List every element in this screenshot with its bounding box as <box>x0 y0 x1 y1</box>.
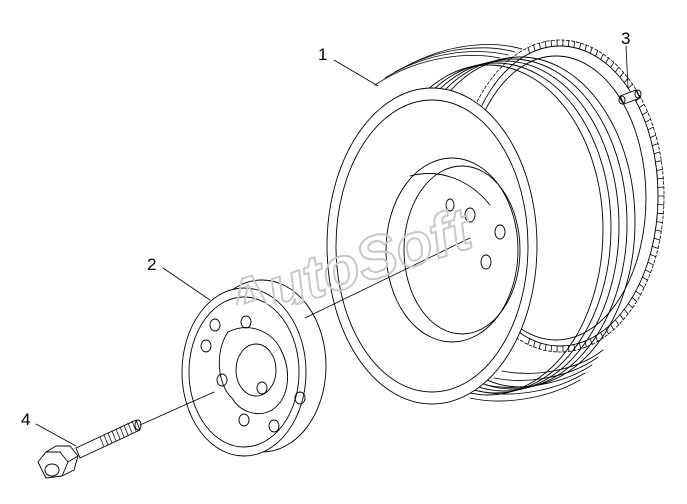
flange-hole-1 <box>209 318 221 332</box>
gear-tooth <box>568 344 570 352</box>
pulley-hub-outer <box>385 157 519 343</box>
callout-part-3: 3 <box>621 29 631 48</box>
pulley-front-rim <box>326 87 538 405</box>
gear-tooth <box>644 269 651 274</box>
gear-tooth <box>595 50 599 57</box>
gear-tooth <box>533 340 536 348</box>
gear-tooth <box>651 245 659 249</box>
gear-tooth <box>655 229 662 232</box>
flange-center-hole <box>235 343 277 397</box>
gear-tooth <box>653 237 661 241</box>
gear-tooth <box>584 44 587 52</box>
gear-tooth <box>627 303 633 309</box>
gear-tooth <box>656 221 663 224</box>
gear-tooth <box>573 41 576 48</box>
hub-hole-1 <box>480 254 492 270</box>
flange-hole-2 <box>240 315 252 329</box>
gear-tooth <box>649 253 657 258</box>
leader-lines <box>35 45 629 447</box>
flange-hole-8 <box>256 381 268 395</box>
gear-tooth <box>623 308 629 315</box>
flange-hole-6 <box>294 391 306 405</box>
gear-tooth <box>647 126 654 131</box>
flange-front-rim <box>181 287 307 457</box>
gear-tooth <box>655 160 662 163</box>
pulley-hub-inner <box>403 165 521 335</box>
gear-tooth <box>544 41 547 48</box>
flange-hole-4 <box>216 373 228 387</box>
gear-tooth <box>614 66 620 73</box>
gear-tooth <box>605 328 609 335</box>
gear-tooth <box>527 338 531 345</box>
gear-tooth <box>657 212 664 215</box>
flange-hole-7 <box>238 413 250 427</box>
gear-tooth <box>627 83 633 89</box>
pulley-front-face <box>335 99 529 393</box>
watermark-text: AutoSoft <box>215 194 481 305</box>
gear-tooth <box>610 62 615 68</box>
callout-part-4: 4 <box>21 410 31 429</box>
gear-tooth <box>619 314 624 320</box>
gear-tooth <box>589 47 593 54</box>
flange-hole-3 <box>200 339 212 353</box>
hub-hole-4 <box>445 198 455 212</box>
gear-tooth <box>638 103 645 109</box>
hub-hole-3 <box>494 224 506 240</box>
gear-tooth <box>573 344 576 351</box>
flange-bolt <box>37 419 142 479</box>
adapter-flange <box>181 279 327 457</box>
gear-tooth <box>568 40 570 47</box>
gear-tooth <box>550 40 552 47</box>
gear-tooth <box>584 340 587 348</box>
flange-hole-5 <box>268 419 280 433</box>
gear-tooth <box>638 283 645 289</box>
gear-tooth <box>538 42 541 50</box>
callout-part-2: 2 <box>147 255 157 274</box>
gear-tooth <box>605 57 609 64</box>
gear-tooth <box>642 111 648 116</box>
gear-tooth <box>533 44 536 52</box>
pulley-assembly <box>326 39 665 405</box>
gear-tooth <box>644 118 651 123</box>
gear-tooth <box>579 42 582 50</box>
gear-tooth <box>647 261 654 266</box>
gear-tooth <box>550 344 552 352</box>
flange-front-face <box>188 296 300 448</box>
autosoft-watermark: AutoSoft <box>214 193 482 305</box>
hub-bore-edge <box>409 173 491 206</box>
gear-tooth <box>600 53 604 60</box>
gear-tooth <box>614 319 620 326</box>
gear-tooth <box>657 177 664 180</box>
gear-tooth <box>610 324 615 331</box>
flange-center-bore <box>218 327 288 414</box>
gear-tooth <box>653 151 661 155</box>
callout-part-1: 1 <box>318 45 328 64</box>
gear-tooth <box>619 72 624 78</box>
gear-tooth <box>651 143 659 147</box>
gear-tooth <box>635 290 641 296</box>
gear-tooth <box>527 47 531 54</box>
dowel-pin <box>618 89 642 105</box>
gear-tooth <box>579 342 582 350</box>
hub-hole-2 <box>464 207 476 223</box>
gear-tooth <box>631 296 637 302</box>
bolt-threads <box>99 420 137 448</box>
gear-tooth <box>544 344 547 351</box>
gear-tooth <box>538 342 541 350</box>
gear-tooth <box>649 134 657 139</box>
gear-tooth <box>656 168 663 171</box>
gear-tooth <box>642 276 648 281</box>
